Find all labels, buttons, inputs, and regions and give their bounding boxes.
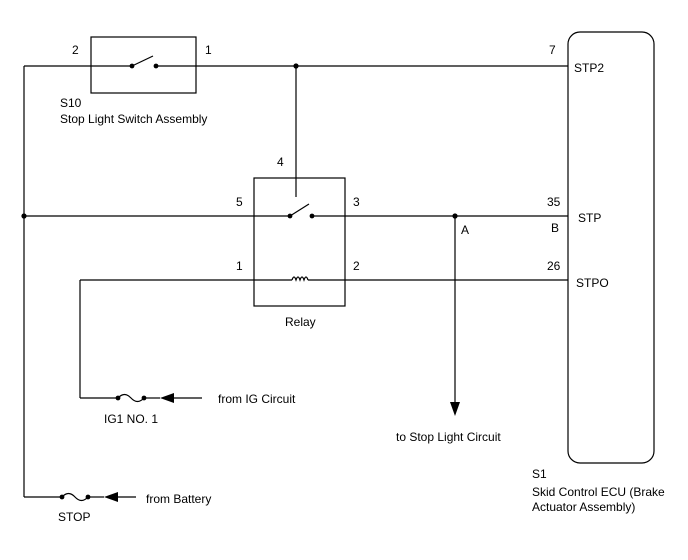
stop-light-switch <box>90 36 197 94</box>
arrow-down-icon <box>450 402 460 416</box>
relay-pin-right-lower: 2 <box>353 259 360 273</box>
ecu-pin-number-stpo: 26 <box>547 259 561 273</box>
ecu-pin-name-stpo: STPO <box>576 276 609 290</box>
relay-pin-right-upper: 3 <box>353 195 360 209</box>
stop-fuse <box>59 492 91 502</box>
junction-label: A <box>461 223 469 237</box>
switch-contact-right <box>153 63 159 69</box>
switch-box <box>90 36 197 94</box>
switch-code: S10 <box>60 96 82 110</box>
relay-pin-top: 4 <box>277 155 284 169</box>
stop-fuse-name: STOP <box>58 510 90 524</box>
relay-pin-left-lower: 1 <box>236 259 243 273</box>
ecu-pin-name-stp2: STP2 <box>574 61 604 75</box>
junction-dot-stp2 <box>293 63 299 69</box>
wires <box>23 65 568 498</box>
ecu-connector-label: B <box>551 221 559 235</box>
ecu-pin-name-stp: STP <box>578 211 601 225</box>
junction-dot-a <box>452 213 458 219</box>
relay-blade-icon <box>289 203 310 217</box>
stop-fuse-icon <box>61 492 89 502</box>
relay-pin-left-upper: 5 <box>236 195 243 209</box>
switch-name: Stop Light Switch Assembly <box>60 112 207 126</box>
switch-pin-left: 2 <box>72 43 79 57</box>
fuse-icon <box>117 393 145 403</box>
switch-blade-icon <box>131 55 154 67</box>
ig1-fuse-name: IG1 NO. 1 <box>104 412 158 426</box>
switch-pin-right: 1 <box>205 43 212 57</box>
relay-contact-right <box>309 213 315 219</box>
ecu-name-line2: Actuator Assembly) <box>532 500 635 514</box>
output-label: to Stop Light Circuit <box>396 430 501 444</box>
relay <box>253 177 346 307</box>
junction-dot-left <box>21 213 27 219</box>
arrow-left-icon-battery <box>104 492 118 502</box>
relay-name: Relay <box>285 315 316 329</box>
relay-coil-icon <box>291 276 309 282</box>
ecu-box <box>567 31 655 464</box>
ig1-fuse <box>115 393 147 403</box>
ecu-pin-number-stp2: 7 <box>549 43 556 57</box>
ecu-name-line1: Skid Control ECU (Brake <box>532 485 665 499</box>
relay-box <box>253 177 346 307</box>
arrow-left-icon <box>160 393 174 403</box>
stop-source: from Battery <box>146 492 211 506</box>
ig1-source: from IG Circuit <box>218 392 296 406</box>
ecu-pin-number-stp: 35 <box>547 195 561 209</box>
ecu-code: S1 <box>532 467 547 481</box>
